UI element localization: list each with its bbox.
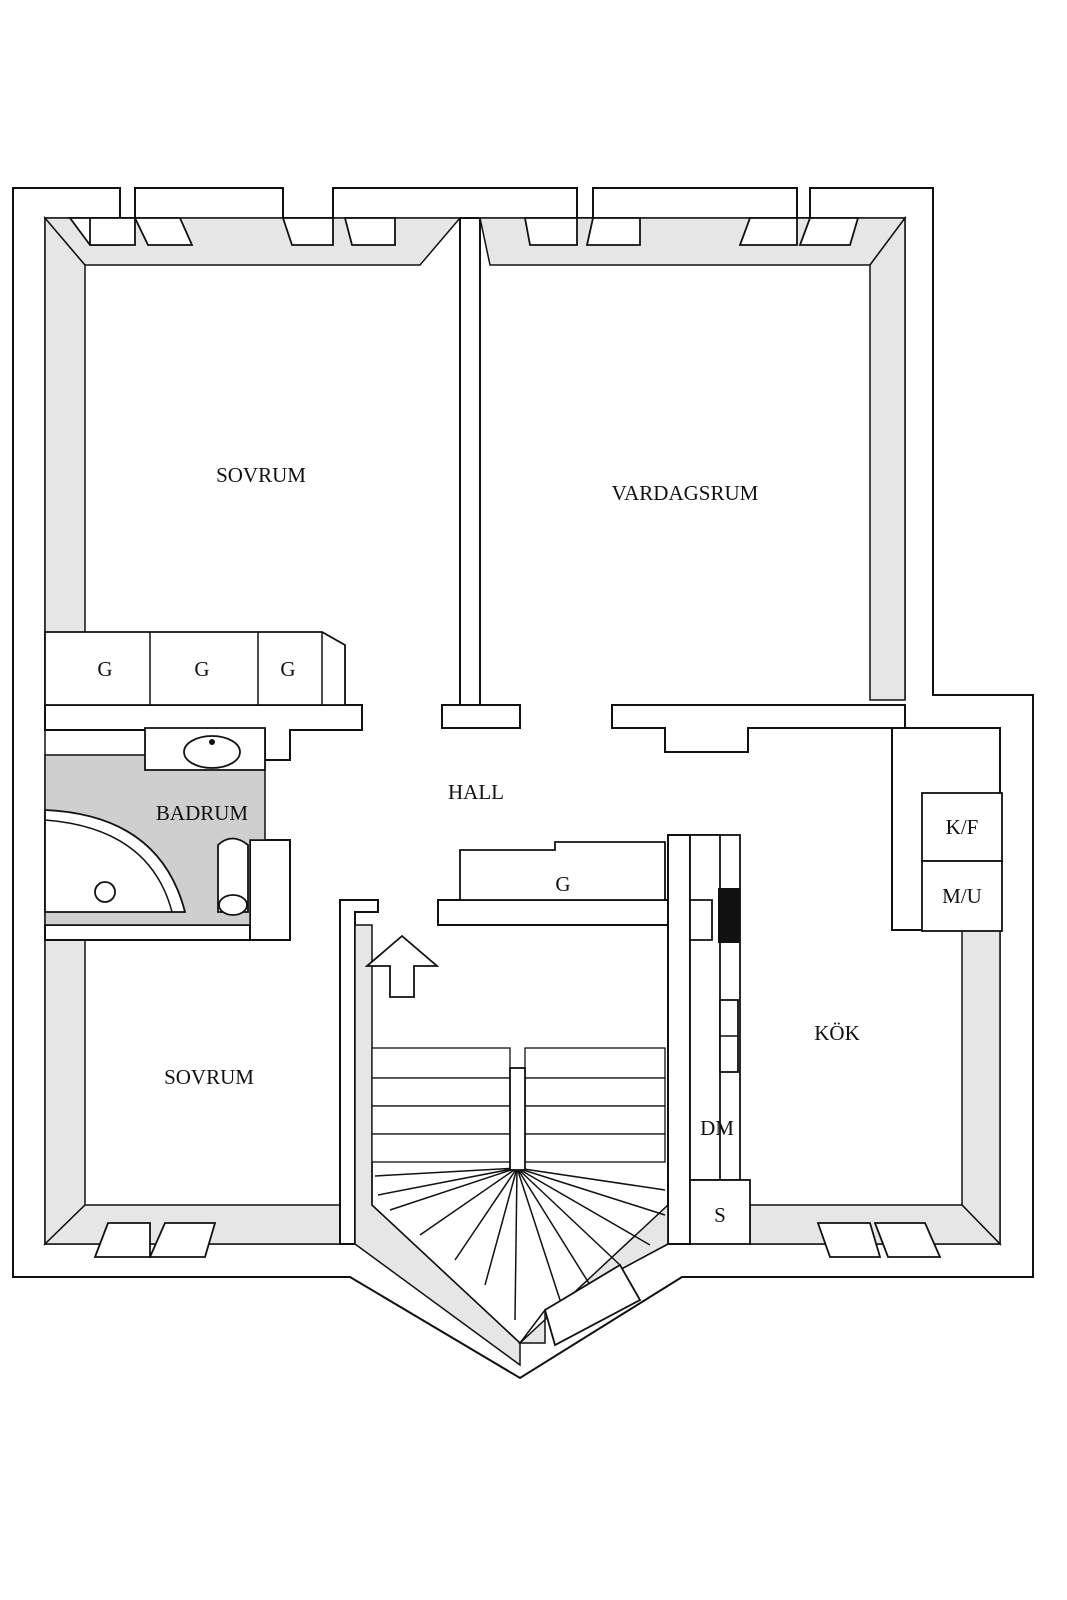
faucet-icon (209, 739, 215, 745)
room-label-kitchen: KÖK (814, 1021, 860, 1045)
windows-top (68, 217, 860, 246)
staircase (354, 924, 669, 1367)
hall-wardrobe (459, 841, 666, 901)
bathroom (44, 727, 266, 926)
microwave-oven-label: M/U (942, 884, 982, 908)
kitchen-counter (689, 834, 751, 1245)
room-label-bedroom-top: SOVRUM (216, 463, 306, 487)
stove-icon (718, 888, 740, 943)
hall-wardrobe-label: G (555, 872, 570, 896)
wardrobe-row (44, 631, 346, 706)
wardrobe-2-label: G (194, 657, 209, 681)
wardrobe-1-label: G (97, 657, 112, 681)
wardrobe-3-label: G (280, 657, 295, 681)
wall-reveal-left-lower (44, 939, 86, 1246)
wall-reveal-right-upper (869, 215, 906, 701)
dishwasher-label: DM (700, 1116, 734, 1140)
room-label-living-room: VARDAGSRUM (612, 481, 759, 505)
windows-bottom (93, 1222, 942, 1258)
room-label-bedroom-bottom: SOVRUM (164, 1065, 254, 1089)
arrow-up-icon (364, 934, 440, 998)
sink-icon (183, 735, 241, 769)
kitchen-appliances (921, 792, 1003, 932)
toilet-icon (217, 837, 249, 913)
fridge-freezer-label: K/F (946, 815, 979, 839)
room-label-hall: HALL (448, 780, 504, 804)
closet-label: S (714, 1203, 726, 1227)
wall-reveal-left (44, 215, 86, 641)
room-label-bathroom: BADRUM (156, 801, 249, 825)
shower-icon (44, 809, 187, 913)
shower-drain-icon (94, 881, 116, 903)
